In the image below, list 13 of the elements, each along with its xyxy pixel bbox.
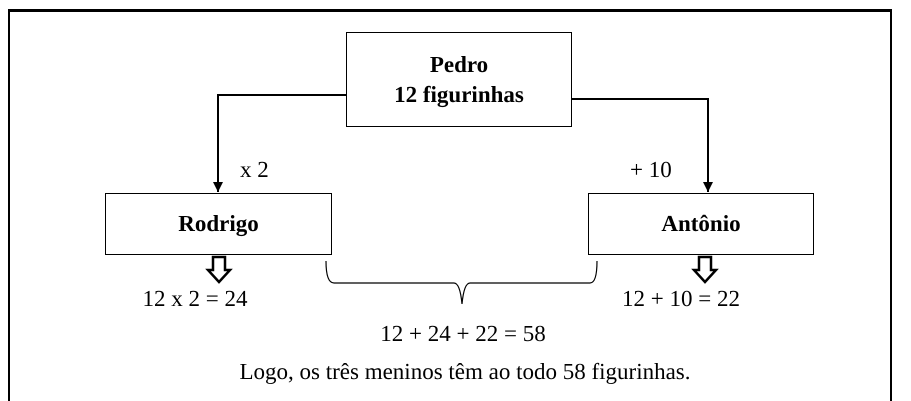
name-box: Antônio — [588, 193, 814, 255]
equation: 12 x 2 = 24 — [120, 283, 270, 313]
conclusion-text: Logo, os três meninos têm ao todo 58 figurinhas. — [238, 360, 692, 383]
equation: 12 + 10 = 22 — [596, 283, 766, 313]
hollow-arrow — [691, 256, 719, 284]
edge-label: + 10 — [630, 158, 672, 181]
edge-label: x 2 — [240, 158, 269, 181]
arrow — [213, 94, 346, 192]
arrow — [572, 98, 713, 192]
sum-equation: 12 + 24 + 22 = 58 — [379, 322, 547, 345]
hollow-arrow — [205, 256, 233, 284]
name-box: Pedro 12 figurinhas — [346, 32, 572, 127]
name-box: Rodrigo — [105, 193, 332, 255]
